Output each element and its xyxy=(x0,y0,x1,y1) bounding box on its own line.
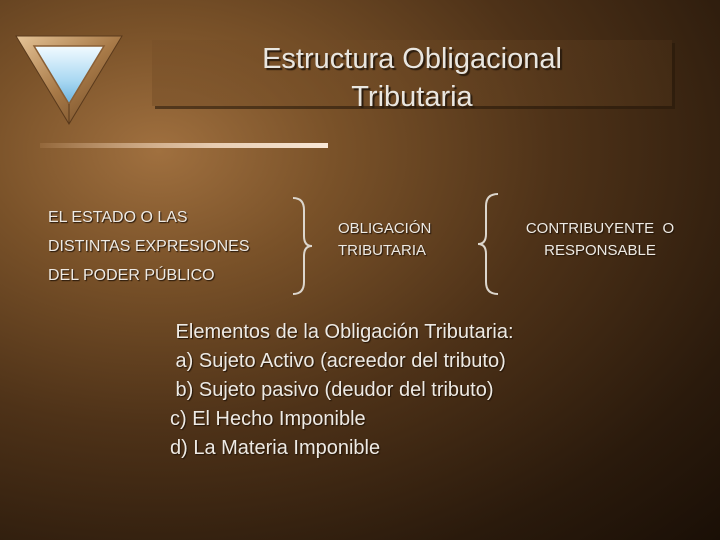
estado-line-1: EL ESTADO O LAS xyxy=(48,209,188,226)
page-title: Estructura Obligacional Tributaria xyxy=(152,40,672,116)
obligacion-line-1: OBLIGACIÓN xyxy=(338,220,432,237)
left-brace-icon xyxy=(477,193,499,295)
title-line-2: Tributaria xyxy=(351,81,473,113)
right-brace-icon xyxy=(292,197,313,295)
elementos-item: c) El Hecho Imponible xyxy=(170,408,366,430)
elementos-heading: Elementos de la Obligación Tributaria: xyxy=(170,321,514,343)
elementos-list: Elementos de la Obligación Tributaria: a… xyxy=(170,318,514,463)
title-divider xyxy=(40,143,328,148)
estado-line-3: DEL PODER PÚBLICO xyxy=(48,267,215,284)
obligacion-text: OBLIGACIÓN TRIBUTARIA xyxy=(338,218,431,262)
contribuyente-line-2: RESPONSABLE xyxy=(544,242,656,259)
contribuyente-text: CONTRIBUYENTE O RESPONSABLE xyxy=(500,218,700,262)
estado-text: EL ESTADO O LAS DISTINTAS EXPRESIONES DE… xyxy=(48,203,250,290)
contribuyente-line-1: CONTRIBUYENTE O xyxy=(525,220,675,237)
elementos-item: a) Sujeto Activo (acreedor del tributo) xyxy=(170,350,506,372)
elementos-item: b) Sujeto pasivo (deudor del tributo) xyxy=(170,379,494,401)
triangle-logo-icon xyxy=(15,35,123,125)
title-panel xyxy=(152,40,672,106)
obligacion-line-2: TRIBUTARIA xyxy=(338,242,427,259)
elementos-item: d) La Materia Imponible xyxy=(170,437,381,459)
estado-line-2: DISTINTAS EXPRESIONES xyxy=(48,238,250,255)
title-line-1: Estructura Obligacional xyxy=(262,43,562,75)
